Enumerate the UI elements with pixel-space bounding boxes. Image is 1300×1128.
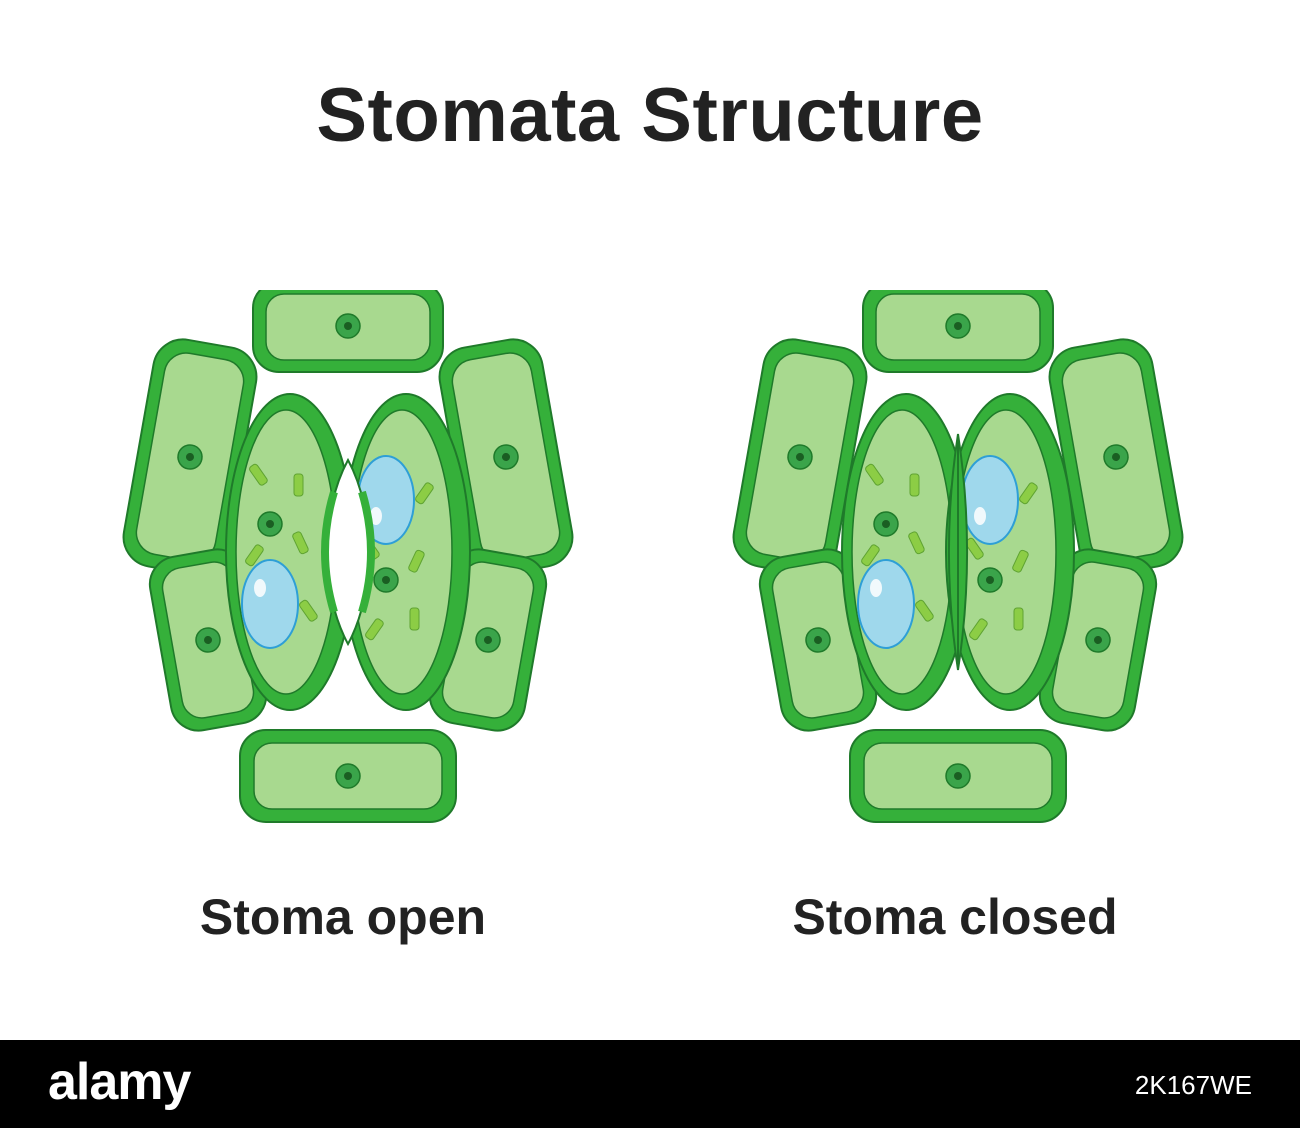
- label-stoma-closed: Stoma closed: [792, 889, 1118, 945]
- diagram-title: Stomata Structure: [316, 73, 984, 158]
- stoma-open-illustration: [117, 290, 579, 823]
- stoma-closed-illustration: [727, 290, 1189, 823]
- label-stoma-open: Stoma open: [199, 889, 487, 945]
- stomata-diagram: [117, 290, 1189, 823]
- brand-logo: alamy: [48, 1053, 191, 1111]
- footer-bar: alamy 2K167WE: [0, 1040, 1300, 1128]
- stock-id: 2K167WE: [1134, 1070, 1252, 1100]
